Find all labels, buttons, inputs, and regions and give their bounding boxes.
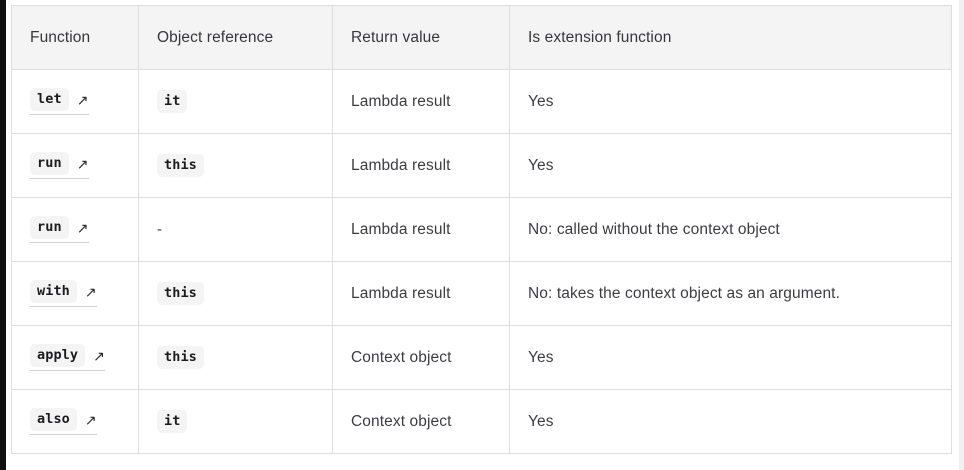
function-link-run[interactable]: run ↗: [30, 215, 89, 244]
cell-object-reference: this: [138, 325, 333, 390]
external-link-icon: ↗: [76, 155, 89, 172]
cell-object-reference: this: [138, 133, 333, 198]
external-link-icon: ↗: [84, 411, 97, 428]
function-code-chip: run: [30, 151, 69, 176]
object-reference-code-chip: this: [157, 153, 204, 178]
function-code-chip: run: [30, 215, 69, 240]
cell-is-extension-function: Yes: [509, 325, 952, 390]
window-left-edge: [0, 0, 6, 470]
function-link-apply[interactable]: apply ↗: [30, 343, 105, 372]
cell-return-value: Lambda result: [332, 261, 510, 326]
cell-return-value: Lambda result: [332, 197, 510, 262]
cell-is-extension-function: No: called without the context object: [509, 197, 952, 262]
external-link-icon: ↗: [93, 347, 105, 364]
cell-return-value: Context object: [332, 389, 510, 454]
cell-is-extension-function: No: takes the context object as an argum…: [509, 261, 952, 326]
object-reference-code-chip: it: [157, 409, 188, 434]
cell-object-reference: -: [138, 197, 333, 262]
function-code-chip: with: [30, 279, 77, 304]
object-reference-dash: -: [157, 220, 163, 238]
function-code-chip: also: [30, 407, 77, 432]
window-right-edge: [959, 0, 964, 470]
object-reference-code-chip: this: [157, 281, 204, 306]
cell-return-value: Context object: [332, 325, 510, 390]
cell-return-value: Lambda result: [332, 133, 510, 198]
cell-function: run ↗: [11, 133, 139, 198]
cell-function: let ↗: [11, 69, 139, 134]
object-reference-code-chip: it: [157, 89, 188, 114]
function-link-let[interactable]: let ↗: [30, 87, 89, 116]
cell-function: with ↗: [11, 261, 139, 326]
cell-return-value: Lambda result: [332, 69, 510, 134]
cell-function: run ↗: [11, 197, 139, 262]
column-header-return_value: Return value: [332, 5, 510, 70]
cell-function: also ↗: [11, 389, 139, 454]
external-link-icon: ↗: [76, 219, 89, 236]
function-code-chip: let: [30, 87, 69, 112]
column-header-is_extension: Is extension function: [509, 5, 952, 70]
cell-object-reference: it: [138, 389, 333, 454]
column-header-object_reference: Object reference: [138, 5, 333, 70]
external-link-icon: ↗: [84, 283, 97, 300]
function-link-with[interactable]: with ↗: [30, 279, 97, 308]
cell-is-extension-function: Yes: [509, 389, 952, 454]
external-link-icon: ↗: [76, 91, 89, 108]
cell-object-reference: this: [138, 261, 333, 326]
cell-is-extension-function: Yes: [509, 133, 952, 198]
cell-object-reference: it: [138, 69, 333, 134]
object-reference-code-chip: this: [157, 345, 204, 370]
function-code-chip: apply: [30, 343, 86, 368]
cell-is-extension-function: Yes: [509, 69, 952, 134]
function-link-also[interactable]: also ↗: [30, 407, 97, 436]
function-link-run[interactable]: run ↗: [30, 151, 89, 180]
cell-function: apply ↗: [11, 325, 139, 390]
column-header-function: Function: [11, 5, 139, 70]
